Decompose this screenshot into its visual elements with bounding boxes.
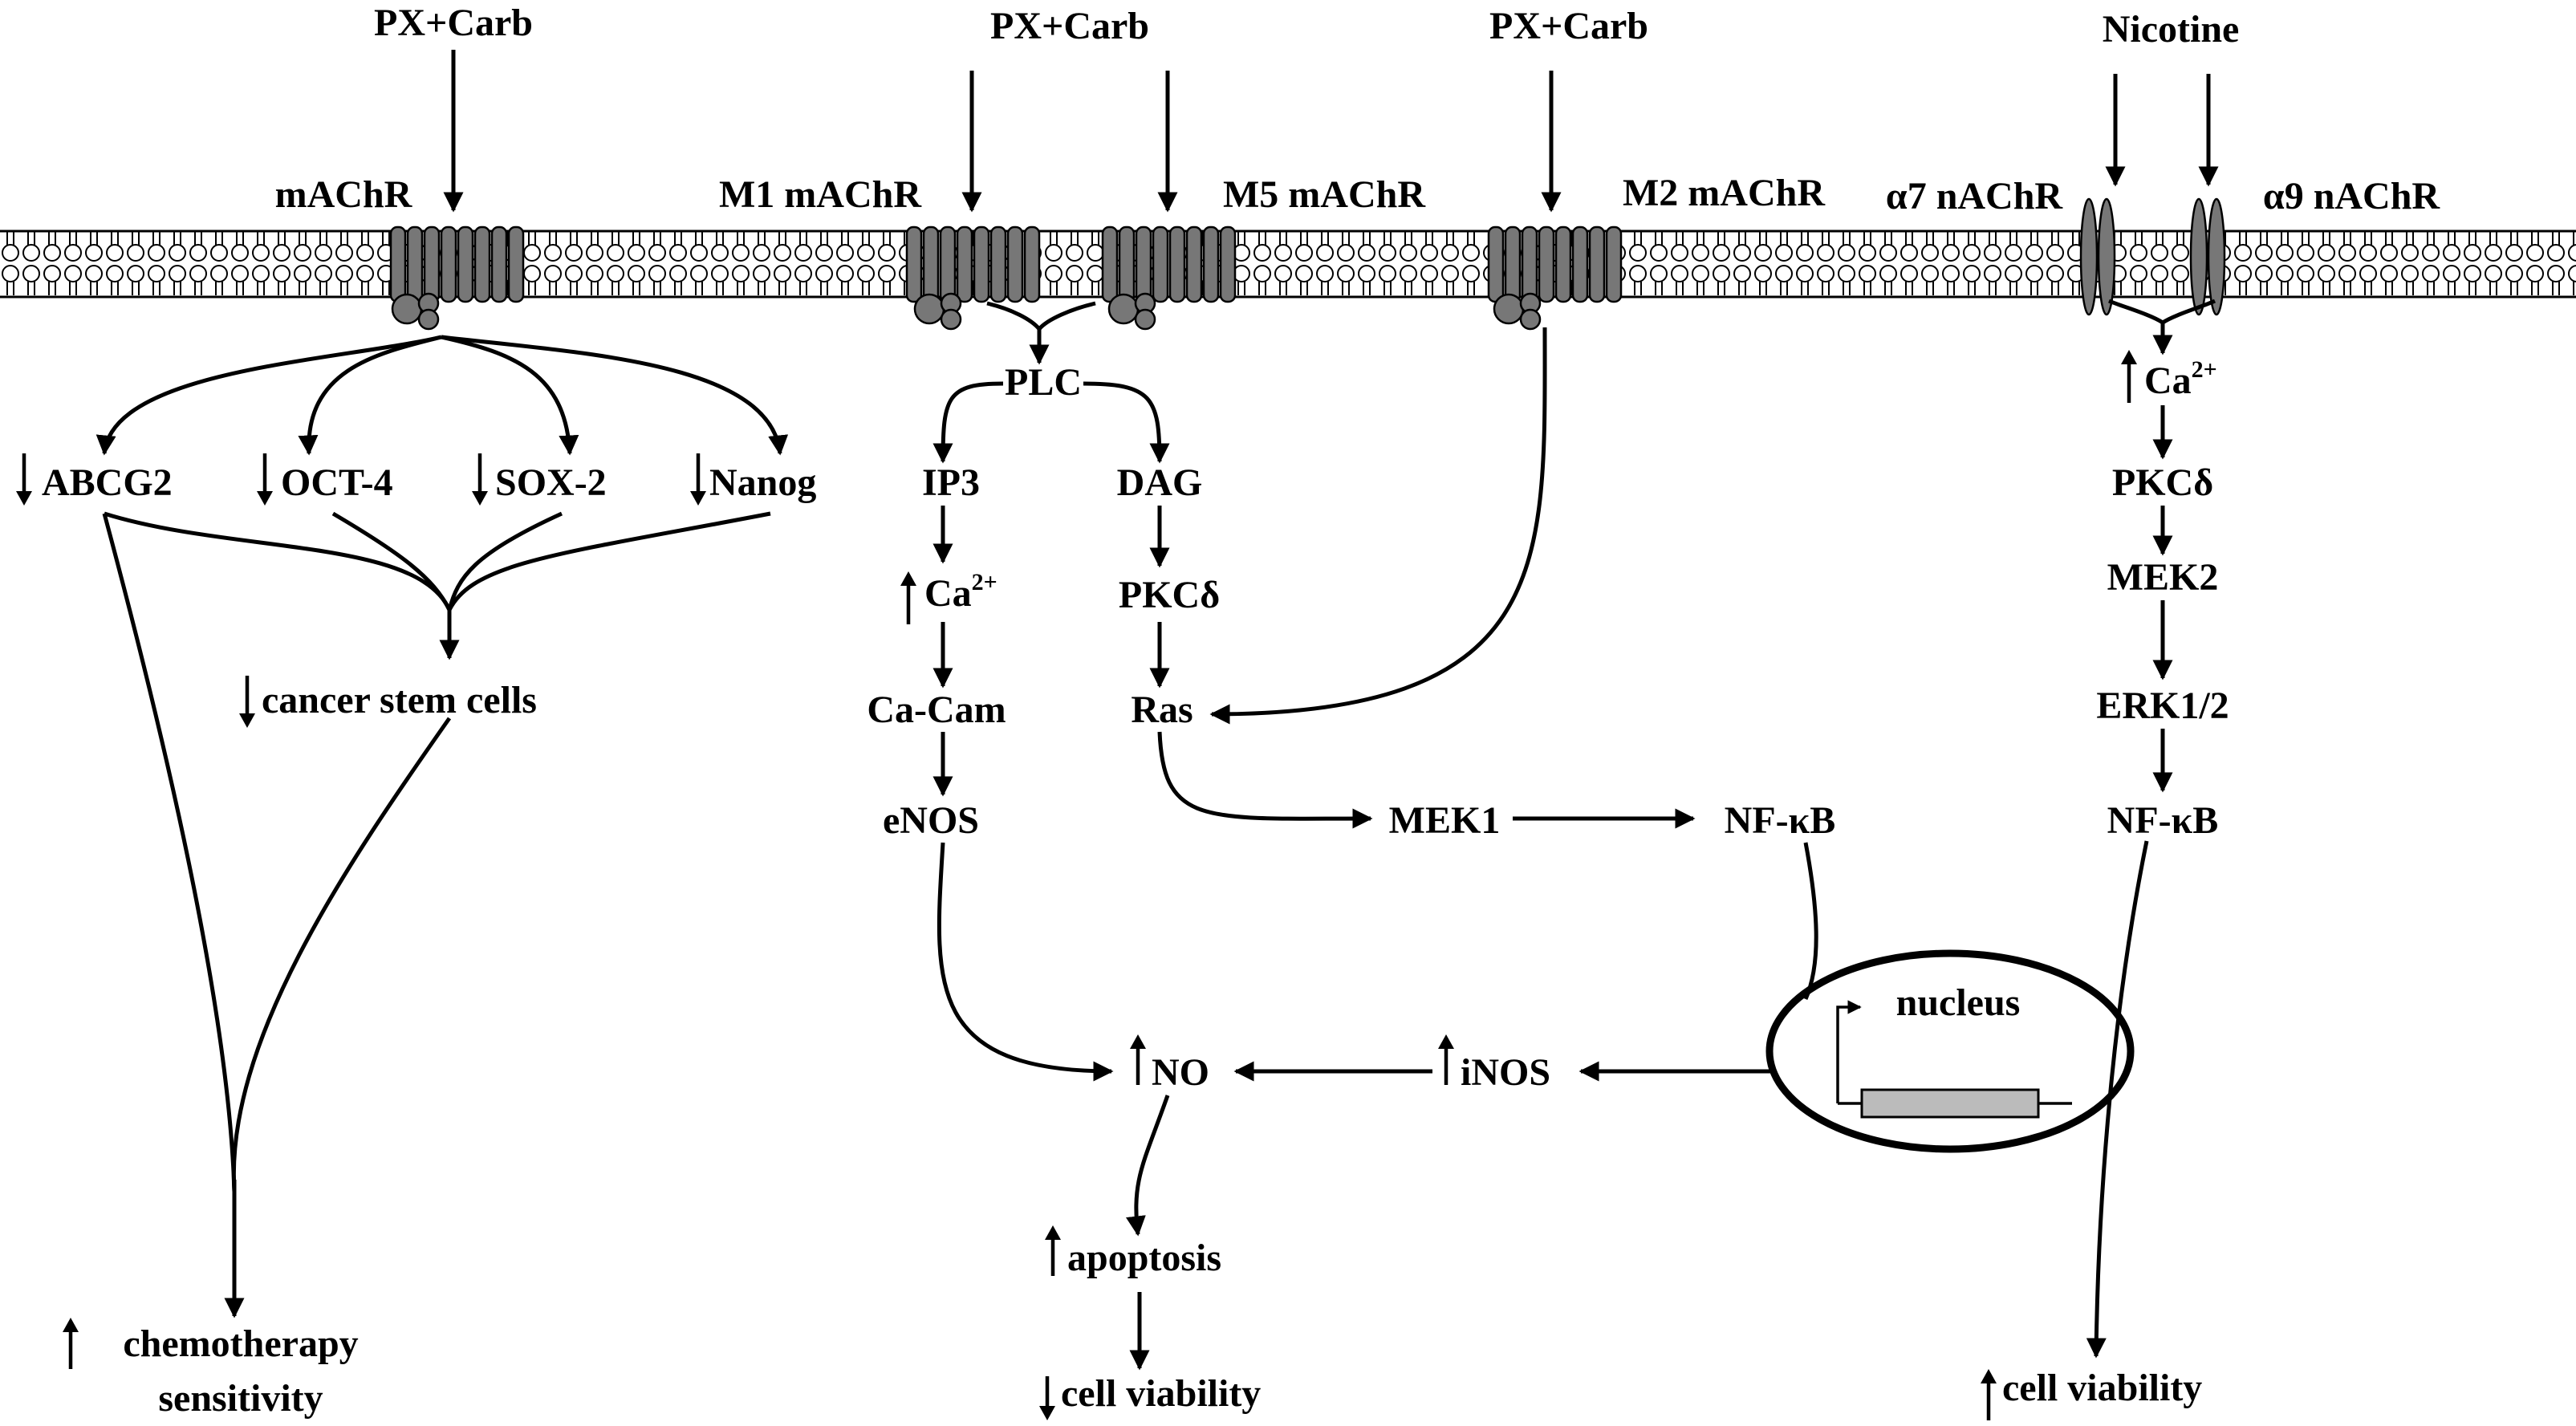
label-nfkb-m: NF-κB — [1725, 799, 1836, 842]
labels: PX+Carb PX+Carb PX+Carb Nicotine mAChR M… — [42, 2, 2440, 1420]
down-arrow-icon — [257, 453, 273, 506]
up-arrow-icon — [2121, 350, 2137, 403]
up-arrow-icon — [900, 571, 916, 624]
label-a7-nachr: α7 nAChR — [1886, 175, 2064, 217]
stimulus-px-carb-2: PX+Carb — [990, 5, 1149, 47]
m2-g-protein — [1493, 292, 1542, 331]
down-arrow-icon — [690, 453, 706, 506]
label-ca-n: Ca2+ — [2144, 356, 2217, 402]
m2-machr-receptor — [1487, 225, 1623, 303]
label-chemotherapy: chemotherapy — [123, 1322, 358, 1365]
label-cell-viability-up: cell viability — [2002, 1367, 2202, 1409]
label-oct4: OCT-4 — [281, 461, 393, 504]
down-arrow-icon — [1039, 1376, 1055, 1420]
label-mek2: MEK2 — [2107, 556, 2219, 599]
label-m5-machr: M5 mAChR — [1223, 173, 1426, 216]
pathway-edges — [95, 50, 2219, 1371]
m1-g-protein — [913, 292, 962, 331]
label-a9-nachr: α9 nAChR — [2263, 175, 2441, 217]
up-arrow-icon — [1130, 1034, 1146, 1085]
up-arrow-icon — [1981, 1369, 1997, 1420]
stimulus-px-carb-3: PX+Carb — [1489, 5, 1648, 47]
label-ca-cam: Ca-Cam — [867, 689, 1006, 731]
m5-machr-receptor — [1101, 225, 1237, 303]
machr-receptor — [389, 225, 525, 303]
label-m1-machr: M1 mAChR — [719, 173, 922, 216]
label-dag: DAG — [1117, 461, 1203, 504]
up-arrow-icon — [63, 1318, 79, 1369]
stimulus-nicotine: Nicotine — [2103, 8, 2240, 51]
label-sensitivity: sensitivity — [158, 1377, 323, 1420]
label-plc: PLC — [1005, 361, 1082, 404]
nucleus — [1765, 949, 2135, 1153]
down-arrow-icon — [16, 453, 32, 506]
label-ca-m: Ca2+ — [924, 569, 997, 615]
label-abcg2: ABCG2 — [42, 461, 173, 504]
label-pkcd-n: PKCδ — [2112, 461, 2213, 504]
label-pkcd-m: PKCδ — [1119, 574, 1220, 616]
a9-nachr-channel — [2189, 197, 2226, 316]
label-m2-machr: M2 mAChR — [1623, 172, 1826, 214]
label-machr: mAChR — [275, 173, 413, 216]
cell-membrane — [0, 230, 2576, 299]
up-arrow-icon — [1045, 1225, 1061, 1276]
label-erk12: ERK1/2 — [2096, 685, 2229, 727]
label-nfkb-n: NF-κB — [2107, 799, 2219, 842]
label-ip3: IP3 — [922, 461, 980, 504]
m5-g-protein — [1107, 292, 1156, 331]
gene-box — [1860, 1088, 2040, 1119]
down-arrow-icon — [239, 676, 255, 728]
label-sox2: SOX-2 — [495, 461, 607, 504]
label-no: NO — [1152, 1051, 1209, 1094]
stimulus-px-carb-1: PX+Carb — [374, 2, 533, 44]
label-nucleus: nucleus — [1896, 981, 2021, 1024]
label-inos: iNOS — [1461, 1051, 1550, 1094]
label-cell-viability-down: cell viability — [1061, 1372, 1261, 1415]
up-arrow-icon — [1438, 1034, 1454, 1085]
label-ras: Ras — [1131, 689, 1193, 731]
label-enos: eNOS — [883, 799, 979, 842]
label-cancer-stem-cells: cancer stem cells — [262, 679, 537, 721]
label-mek1: MEK1 — [1389, 799, 1501, 842]
down-arrow-icon — [472, 453, 488, 506]
a7-nachr-channel — [2079, 197, 2116, 316]
label-nanog: Nanog — [709, 461, 816, 504]
label-apoptosis: apoptosis — [1067, 1237, 1221, 1279]
machr-g-protein — [391, 292, 440, 331]
